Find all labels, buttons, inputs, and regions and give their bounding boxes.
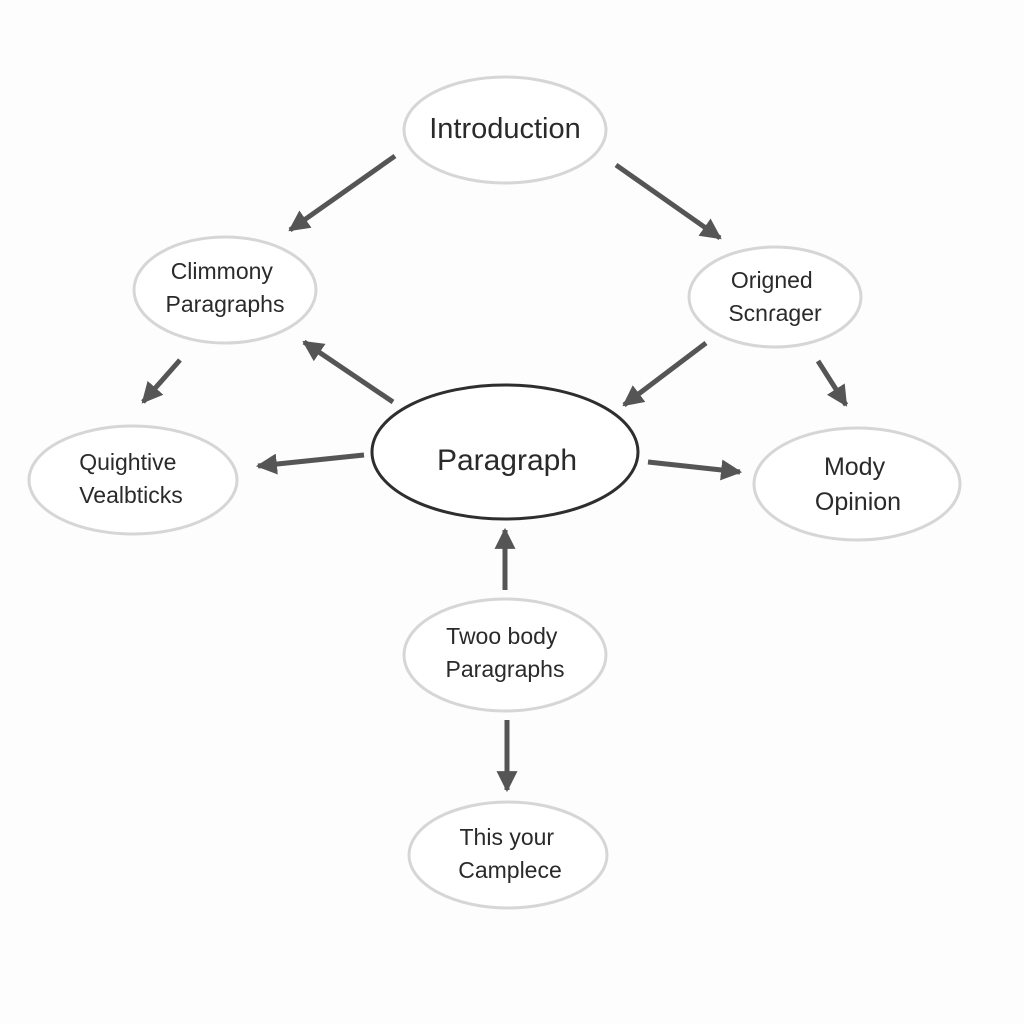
node-twoo-shape [402,597,608,713]
node-origned-shape [687,245,863,349]
svg-text:Climmony Paragraphs: Climmony Paragraphs [166,258,285,317]
node-climmony: Climmony Paragraphs [132,235,318,345]
node-origned: Origned Scnɾager [687,245,863,349]
node-paragraph-shape [370,383,640,521]
node-mody-line-2: Opinion [815,488,901,516]
node-this-your-shape [407,800,609,910]
node-this-your-line-2: Camplece [458,857,562,883]
arrow-introduction-to-origned [614,162,722,241]
svg-text:Introduction: Introduction [429,113,581,145]
svg-text:Origned Scnɾager: Origned Scnɾager [728,267,822,326]
node-twoo: Twoo body Paragraphs [402,597,608,713]
svg-text:This your Camplece: This your Camplece [458,824,562,883]
node-twoo-line-1: Twoo body [446,623,558,649]
arrow-climmony-to-quightive [141,358,182,404]
node-origned-line-1: Origned [731,267,813,293]
arrow-origned-to-mody [815,359,849,407]
node-quightive-shape [27,424,239,536]
svg-text:Paragraph: Paragraph [437,444,577,477]
node-mody-shape [752,426,962,542]
node-this-your: This your Camplece [407,800,609,910]
node-introduction: Introduction [402,75,608,185]
node-mody-line-1: Mody [824,453,886,481]
node-origned-line-2: Scnɾager [728,300,822,326]
node-climmony-shape [132,235,318,345]
node-climmony-line-1: Climmony [171,258,274,284]
node-introduction-shape [402,75,608,185]
arrow-origned-to-paragraph [622,341,708,407]
node-mody: Mody Opinion [752,426,962,542]
arrow-paragraph-to-climmony [302,339,395,405]
svg-text:Twoo body Paragraphs: Twoo body Paragraphs [446,623,565,682]
svg-text:Quightive Vealbticks: Quightive Vealbticks [79,449,183,508]
arrows [141,153,849,793]
arrow-introduction-to-climmony [288,153,397,233]
node-twoo-line-2: Paragraphs [446,656,565,682]
arrow-paragraph-to-mody [647,459,743,481]
node-quightive: Quightive Vealbticks [27,424,239,536]
node-this-your-line-1: This your [460,824,555,850]
arrow-paragraph-to-quightive [255,452,365,475]
node-introduction-line-1: Introduction [429,113,581,145]
node-paragraph: Paragraph [370,383,640,521]
node-quightive-line-2: Vealbticks [79,482,183,508]
node-paragraph-line-1: Paragraph [437,444,577,477]
node-quightive-line-1: Quightive [79,449,176,475]
svg-text:Mody Opinion: Mody Opinion [815,453,901,516]
node-climmony-line-2: Paragraphs [166,291,285,317]
